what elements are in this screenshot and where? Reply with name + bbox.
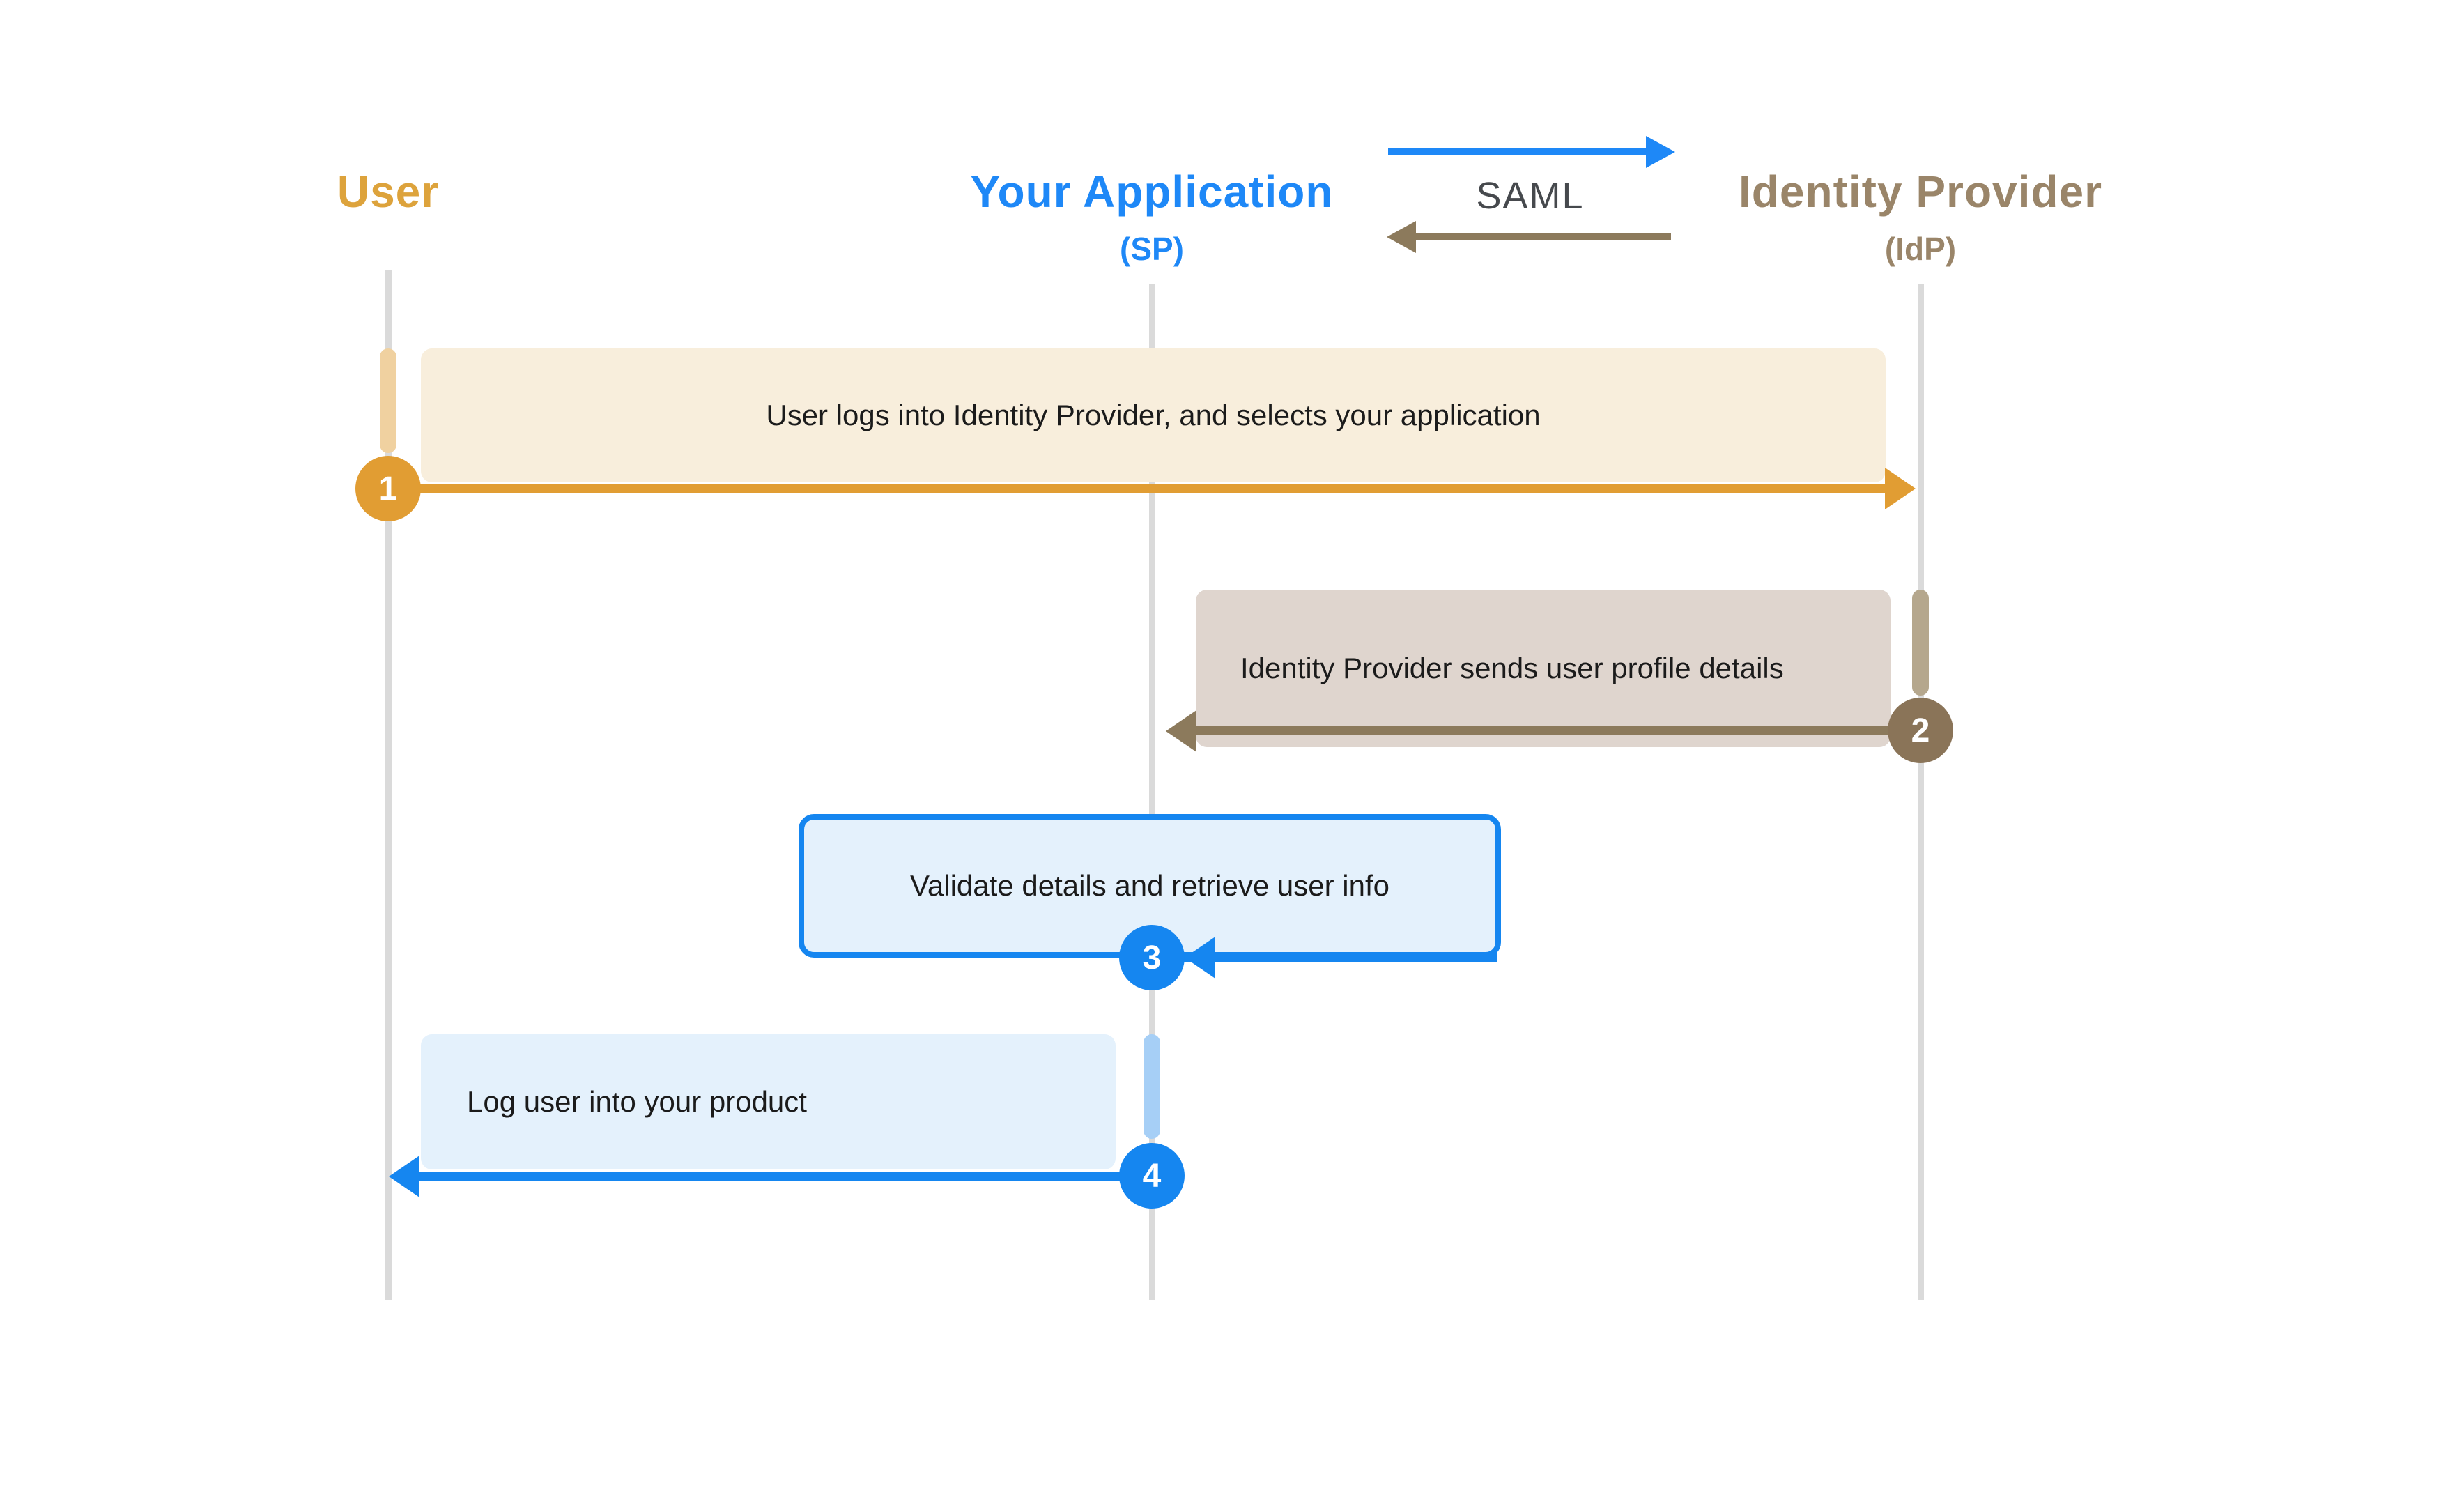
saml-return-arrow-line [1415,233,1671,240]
saml-label: SAML [1476,175,1585,217]
lifeline-application [1149,284,1155,1300]
arrow-line-step-2 [1196,726,1920,735]
step-number-1: 1 [378,470,398,507]
step-number-3: 3 [1142,939,1162,976]
step-badge-2: 2 [1888,698,1953,763]
message-text-step-3: Validate details and retrieve user info [910,869,1389,903]
actor-label-identity-provider: Identity Provider [1739,167,2102,217]
step-number-2: 2 [1911,712,1930,749]
activation-bar-identity-provider [1912,590,1929,696]
arrow-head-left-icon-step-2 [1166,710,1196,752]
saml-forward-arrow-line [1388,148,1647,155]
lifeline-user [385,270,392,1300]
saml-return-arrow-head-icon [1387,221,1416,253]
actor-label-user: User [337,167,440,217]
message-text-step-1: User logs into Identity Provider, and se… [766,399,1541,432]
step-badge-3: 3 [1119,925,1185,990]
message-text-step-4: Log user into your product [467,1085,807,1119]
step-number-4: 4 [1142,1157,1162,1195]
arrow-head-right-icon-step-1 [1885,468,1916,509]
activation-bar-user [380,348,396,453]
message-text-step-2: Identity Provider sends user profile det… [1240,652,1784,685]
step-badge-4: 4 [1119,1143,1185,1209]
lifeline-identity-provider [1918,284,1924,1300]
arrow-line-step-1 [388,484,1885,493]
arrow-head-left-icon-step-3 [1185,937,1215,979]
arrow-line-step-4 [419,1172,1152,1181]
activation-bar-application [1144,1034,1160,1139]
saml-forward-arrow-head-icon [1646,136,1675,168]
message-box-step-2: Identity Provider sends user profile det… [1196,590,1891,747]
step-badge-1: 1 [355,456,421,521]
actor-subtitle-idp: (IdP) [1884,231,1957,267]
arrow-line-step-3 [1152,953,1497,962]
message-box-step-4: Log user into your product [421,1034,1116,1169]
actor-subtitle-sp: (SP) [1120,231,1184,267]
arrow-head-left-icon-step-4 [389,1156,419,1197]
message-box-step-1: User logs into Identity Provider, and se… [421,348,1886,482]
actor-label-application: Your Application [970,167,1334,217]
